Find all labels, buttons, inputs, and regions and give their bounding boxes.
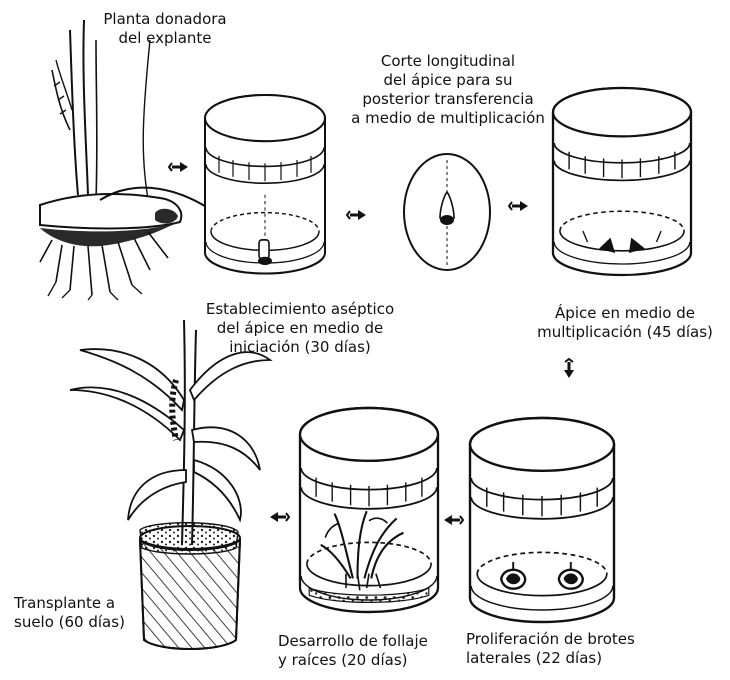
label-transplant: Transplante a suelo (60 días): [14, 594, 154, 632]
apex-section-illustration: [404, 154, 490, 270]
jar-proliferation: [470, 418, 614, 622]
label-proliferation-line-2: laterales (22 días): [466, 649, 681, 668]
label-donor-plant: Planta donadora del explante: [95, 10, 235, 48]
label-proliferation-line-1: Proliferación de brotes: [466, 630, 681, 649]
arrow-proliferation-to-development: [444, 515, 463, 525]
arrow-development-to-transplant: [270, 512, 289, 522]
arrow-initiation-to-cut: [347, 210, 366, 220]
arrow-multiplication-to-proliferation: [564, 359, 574, 378]
jar-development: [300, 408, 438, 612]
label-apex-cut: Corte longitudinal del ápice para su pos…: [323, 52, 573, 128]
label-development-line-1: Desarrollo de follaje: [278, 632, 463, 651]
label-apex-cut-line-2: del ápice para su: [323, 71, 573, 90]
label-multiplication-line-1: Ápice en medio de: [520, 304, 730, 323]
label-multiplication: Ápice en medio de multiplicación (45 día…: [520, 304, 730, 342]
label-initiation-line-3: iniciación (30 días): [190, 338, 410, 357]
label-initiation-line-2: del ápice en medio de: [190, 319, 410, 338]
label-initiation-line-1: Establecimiento aséptico: [190, 300, 410, 319]
label-donor-plant-line-1: Planta donadora: [95, 10, 235, 29]
arrow-donor-to-initiation: [169, 162, 188, 172]
label-transplant-line-1: Transplante a: [14, 594, 154, 613]
label-multiplication-line-2: multiplicación (45 días): [520, 323, 730, 342]
label-development: Desarrollo de follaje y raíces (20 días): [278, 632, 463, 670]
label-initiation: Establecimiento aséptico del ápice en me…: [190, 300, 410, 357]
jar-initiation: [205, 95, 325, 274]
label-donor-plant-line-2: del explante: [95, 29, 235, 48]
label-apex-cut-line-1: Corte longitudinal: [323, 52, 573, 71]
label-apex-cut-line-4: a medio de multiplicación: [323, 109, 573, 128]
label-apex-cut-line-3: posterior transferencia: [323, 90, 573, 109]
arrow-cut-to-multiplication: [509, 201, 528, 211]
label-proliferation: Proliferación de brotes laterales (22 dí…: [466, 630, 681, 668]
label-development-line-2: y raíces (20 días): [278, 651, 463, 670]
jar-multiplication: [553, 88, 691, 275]
label-transplant-line-2: suelo (60 días): [14, 613, 154, 632]
